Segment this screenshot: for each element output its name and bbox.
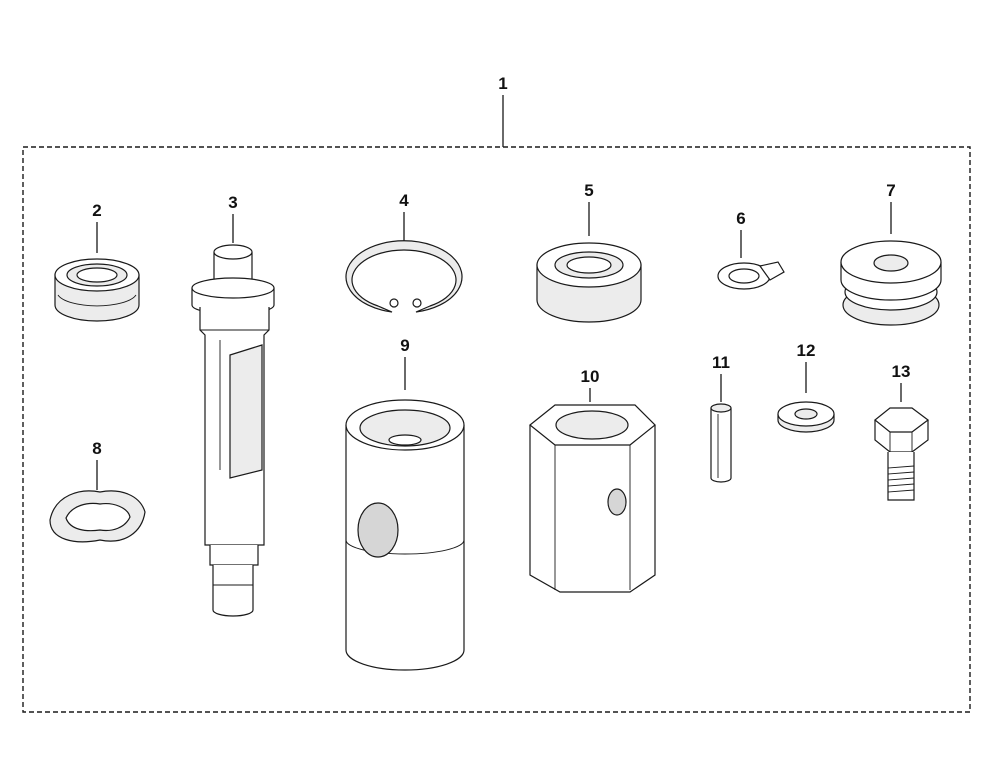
callout-9: 9 (400, 336, 409, 355)
kit-boundary (22, 146, 971, 713)
part-bearing-large[interactable]: 5 (536, 181, 642, 323)
callout-2: 2 (92, 201, 101, 220)
part-hex-bolt[interactable]: 13 (874, 362, 929, 501)
callout-7: 7 (886, 181, 895, 200)
kit-callout: 1 (498, 74, 507, 93)
callout-4: 4 (399, 191, 409, 210)
part-cylinder-sleeve[interactable]: 9 (345, 336, 465, 671)
callout-12: 12 (797, 341, 816, 360)
callout-11: 11 (712, 353, 730, 372)
callout-13: 13 (892, 362, 911, 381)
callout-5: 5 (584, 181, 593, 200)
part-wave-washer[interactable]: 8 (49, 439, 146, 543)
callout-8: 8 (92, 439, 101, 458)
callout-3: 3 (228, 193, 237, 212)
callout-6: 6 (736, 209, 745, 228)
part-shaft[interactable]: 3 (191, 193, 275, 617)
part-bearing-small[interactable]: 2 (54, 201, 140, 322)
part-hex-nut-block[interactable]: 10 (529, 367, 656, 593)
callout-10: 10 (581, 367, 600, 386)
part-lock-washer[interactable]: 6 (717, 209, 785, 290)
part-roll-pin[interactable]: 11 (710, 353, 732, 483)
part-retaining-ring[interactable]: 4 (345, 191, 463, 313)
part-damper[interactable]: 7 (840, 181, 942, 326)
part-flat-washer[interactable]: 12 (777, 341, 835, 433)
